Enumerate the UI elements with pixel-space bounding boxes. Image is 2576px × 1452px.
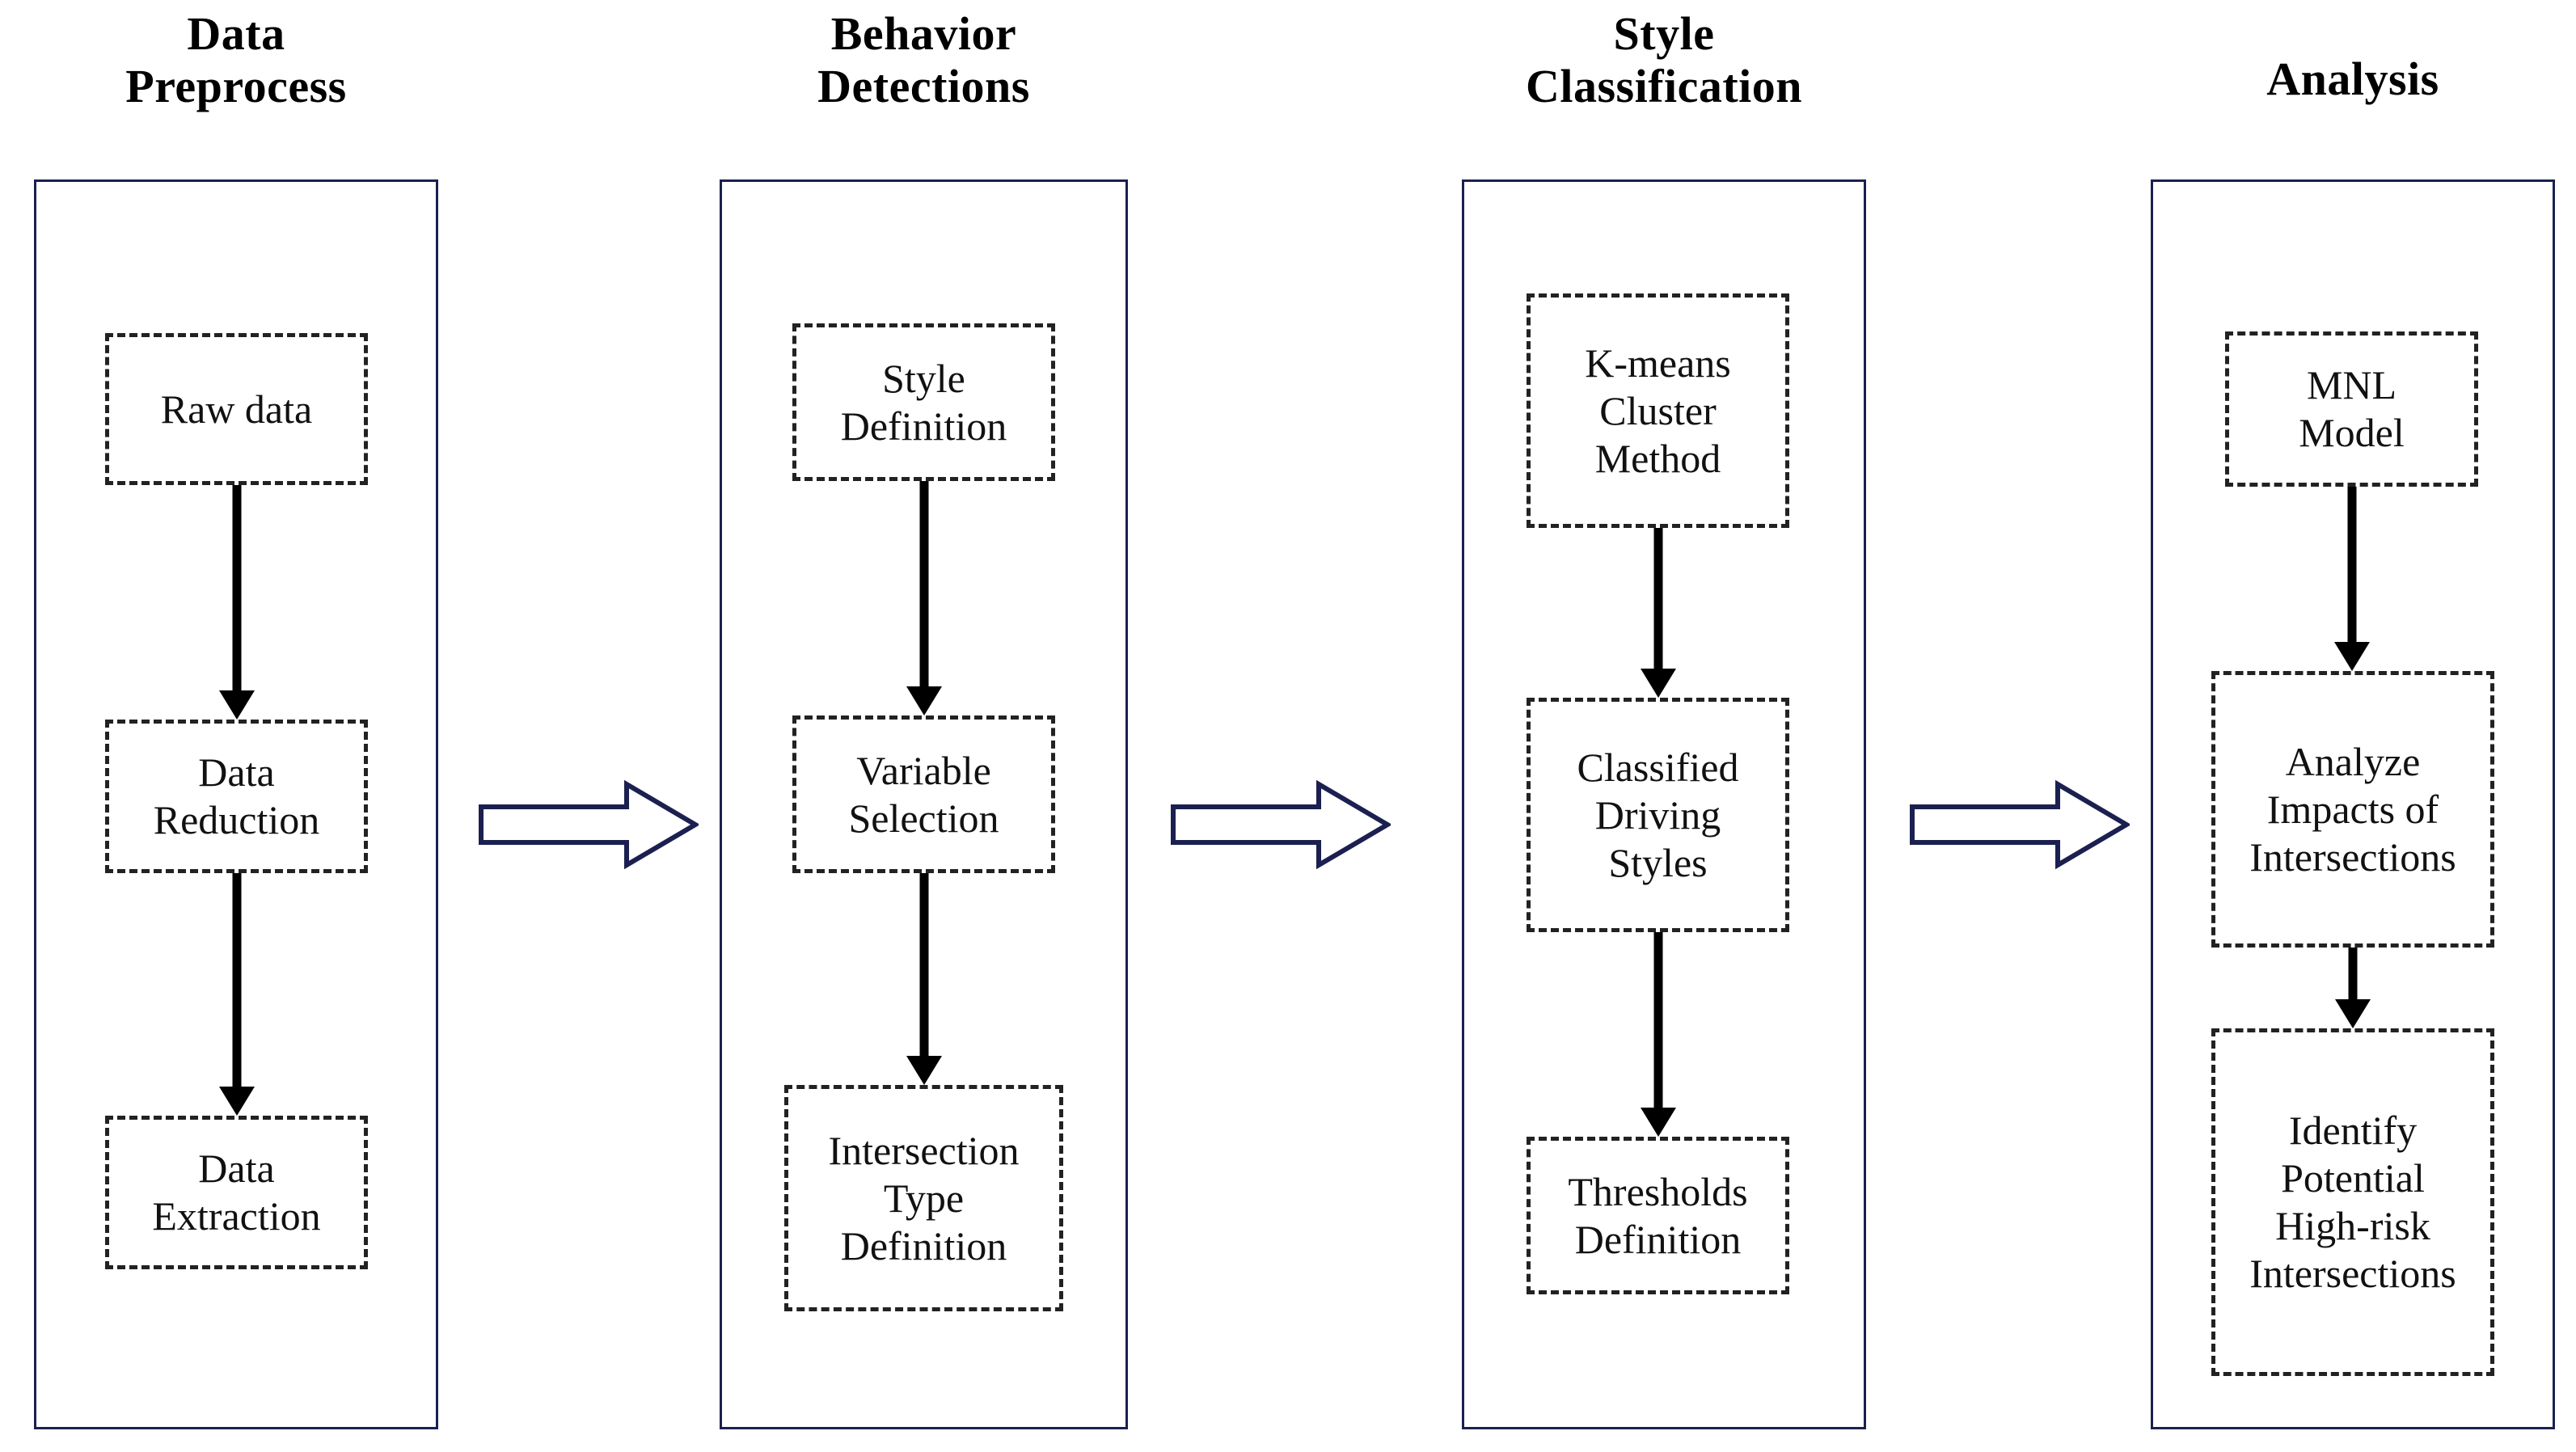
- node-label-thresholds-definition: Thresholds Definition: [1568, 1168, 1748, 1262]
- node-variable-selection[interactable]: Variable Selection: [792, 715, 1055, 873]
- stage-title-behavior-detections: Behavior Detections: [817, 7, 1030, 112]
- arrow-style-definition-to-variable-selection: [792, 481, 1055, 715]
- node-label-mnl-model: MNL Model: [2299, 362, 2405, 455]
- stage-analysis: Analysis MNL Model Analyze Impacts of In…: [2151, 0, 2555, 1452]
- arrow-analyze-impacts-to-identify-potential: [2211, 948, 2494, 1028]
- stage-title-analysis: Analysis: [2266, 53, 2439, 105]
- node-k-means-cluster-method[interactable]: K-means Cluster Method: [1527, 293, 1789, 528]
- arrow-shaft: [1653, 528, 1662, 669]
- arrow-mnl-model-to-analyze-impacts: [2225, 487, 2478, 671]
- stage-connector-3-arrow-icon: [1910, 780, 2130, 869]
- stage-style-classification: Style Classification K-means Cluster Met…: [1462, 0, 1866, 1452]
- node-intersection-type-definition[interactable]: Intersection Type Definition: [784, 1085, 1063, 1311]
- node-label-style-definition: Style Definition: [840, 355, 1007, 449]
- node-identify-potential-high-risk-intersections[interactable]: Identify Potential High-risk Intersectio…: [2211, 1028, 2494, 1376]
- arrow-head: [2335, 999, 2371, 1028]
- node-label-data-extraction: Data Extraction: [152, 1146, 321, 1239]
- node-data-extraction[interactable]: Data Extraction: [105, 1116, 368, 1269]
- node-label-k-means-cluster-method: K-means Cluster Method: [1585, 340, 1731, 481]
- node-analyze-impacts-of-intersections[interactable]: Analyze Impacts of Intersections: [2211, 671, 2494, 948]
- arrow-head: [2333, 642, 2370, 671]
- arrow-head: [906, 686, 942, 715]
- node-mnl-model[interactable]: MNL Model: [2225, 331, 2478, 487]
- arrow-head: [1640, 669, 1676, 698]
- arrow-shaft: [232, 485, 241, 690]
- node-label-data-reduction: Data Reduction: [153, 749, 320, 842]
- node-label-identify-potential-high-risk-intersections: Identify Potential High-risk Intersectio…: [2249, 1108, 2456, 1296]
- stage-title-style-classification: Style Classification: [1525, 7, 1803, 112]
- arrow-shaft: [1653, 932, 1662, 1108]
- stage-title-data-preprocess: Data Preprocess: [125, 7, 347, 112]
- node-label-classified-driving-styles: Classified Driving Styles: [1577, 744, 1739, 885]
- node-label-raw-data: Raw data: [160, 386, 313, 432]
- stage-connector-2-arrow-icon: [1171, 780, 1391, 869]
- node-thresholds-definition[interactable]: Thresholds Definition: [1527, 1137, 1789, 1294]
- stage-data-preprocess: Data Preprocess Raw data Data Reduction …: [34, 0, 438, 1452]
- arrow-head: [1640, 1108, 1676, 1137]
- arrow-data-reduction-to-data-extraction: [105, 873, 368, 1116]
- arrow-raw-data-to-data-reduction: [105, 485, 368, 720]
- stage-connector-1-arrow-icon: [479, 780, 699, 869]
- node-data-reduction[interactable]: Data Reduction: [105, 720, 368, 873]
- arrow-shaft: [2348, 948, 2358, 999]
- arrow-head: [218, 690, 255, 720]
- arrow-shaft: [919, 873, 928, 1056]
- arrow-head: [218, 1087, 255, 1116]
- stage-behavior-detections: Behavior Detections Style Definition Var…: [720, 0, 1128, 1452]
- arrow-variable-selection-to-intersection-type-definition: [792, 873, 1055, 1085]
- arrow-shaft: [919, 481, 928, 686]
- node-style-definition[interactable]: Style Definition: [792, 323, 1055, 481]
- arrow-shaft: [232, 873, 241, 1087]
- arrow-classified-driving-styles-to-thresholds-definition: [1527, 932, 1789, 1137]
- arrow-k-means-to-classified-driving-styles: [1527, 528, 1789, 698]
- node-label-variable-selection: Variable Selection: [848, 747, 999, 841]
- arrow-shaft: [2347, 487, 2356, 642]
- node-label-analyze-impacts-of-intersections: Analyze Impacts of Intersections: [2249, 738, 2456, 880]
- node-classified-driving-styles[interactable]: Classified Driving Styles: [1527, 698, 1789, 932]
- node-raw-data[interactable]: Raw data: [105, 333, 368, 485]
- arrow-head: [906, 1056, 942, 1085]
- node-label-intersection-type-definition: Intersection Type Definition: [828, 1127, 1020, 1268]
